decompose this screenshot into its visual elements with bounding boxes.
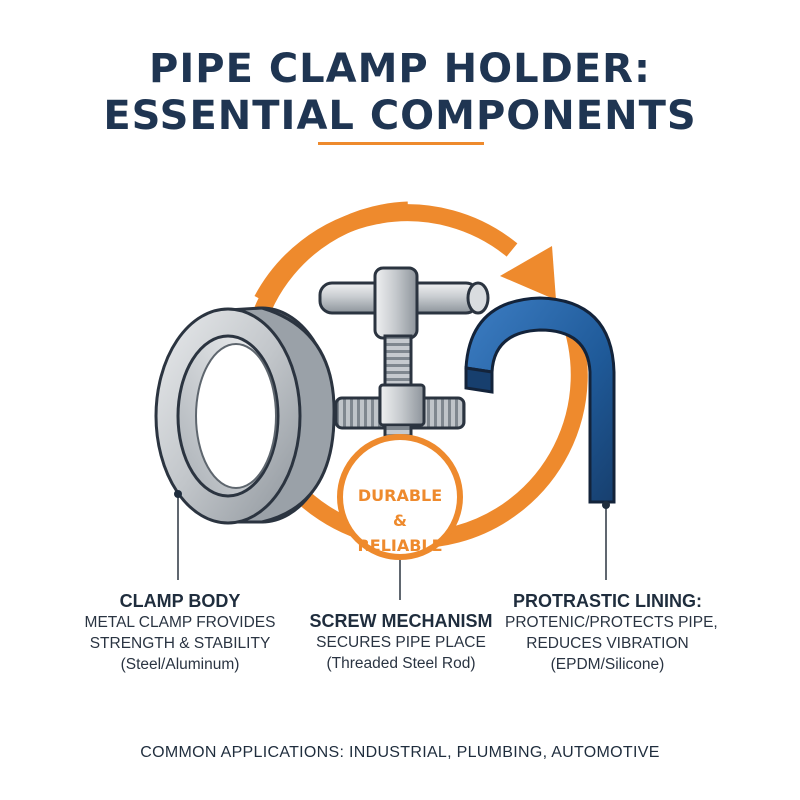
leader-dot-lining <box>602 501 610 509</box>
clamp-body-line-2: STRENGTH & STABILITY <box>89 635 271 652</box>
durable-badge <box>337 434 463 560</box>
screw-line-1: SECURES PIPE PLACE <box>316 634 486 651</box>
screw-t-handle <box>318 266 490 448</box>
screw-line-2: (Threaded Steel Rod) <box>326 655 476 672</box>
title-underline <box>318 142 484 145</box>
clamp-body-ring <box>154 306 336 525</box>
leader-dot-clamp <box>174 490 182 498</box>
lining-line-2: REDUCES VIBRATION <box>526 635 689 652</box>
badge-line-1: DURABLE <box>357 486 443 505</box>
title-line-2: ESSENTIAL COMPONENTS <box>103 93 697 139</box>
cycle-arrow-upper <box>254 204 518 305</box>
diagram-title: PIPE CLAMP HOLDER: ESSENTIAL COMPONENTS <box>0 46 800 140</box>
screw-heading: SCREW MECHANISM <box>309 611 493 631</box>
clamp-body-label: CLAMP BODY METAL CLAMP FROVIDES STRENGTH… <box>80 590 280 675</box>
protective-lining <box>464 296 616 504</box>
lining-line-1: PROTENIC/PROTECTS PIPE, <box>505 614 718 631</box>
badge-text: DURABLE & RELIABLE <box>352 483 448 558</box>
lining-line-3: (EPDM/Silicone) <box>550 656 665 673</box>
badge-line-2: & RELIABLE <box>357 511 443 555</box>
cycle-arrowhead <box>500 246 556 300</box>
applications-footer: COMMON APPLICATIONS: INDUSTRIAL, PLUMBIN… <box>140 744 660 761</box>
lining-heading: PROTRASTIC LINING: <box>513 591 702 611</box>
clamp-body-heading: CLAMP BODY <box>119 591 241 611</box>
screw-mechanism-label: SCREW MECHANISM SECURES PIPE PLACE (Thre… <box>296 610 506 674</box>
clamp-body-line-3: (Steel/Aluminum) <box>120 656 240 673</box>
leader-lines <box>177 494 607 600</box>
title-line-1: PIPE CLAMP HOLDER: <box>149 46 651 92</box>
clamp-body-line-1: METAL CLAMP FROVIDES <box>84 614 276 631</box>
lining-label: PROTRASTIC LINING: PROTENIC/PROTECTS PIP… <box>505 590 718 675</box>
